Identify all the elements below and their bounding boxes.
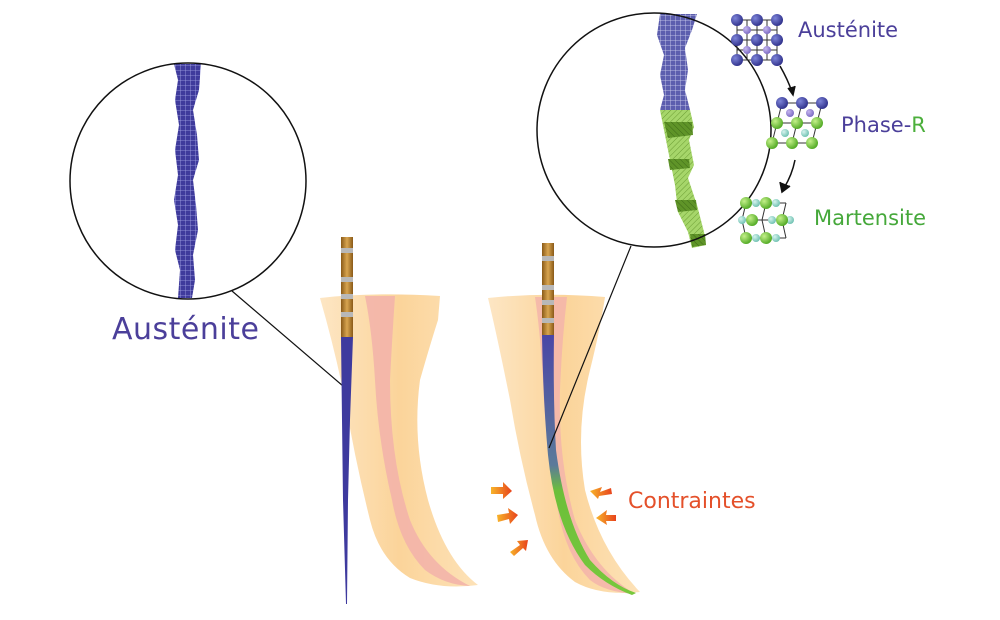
right-tooth: [488, 294, 640, 594]
arrow-icon: [590, 487, 612, 499]
right-zoom-callout: [536, 12, 772, 449]
austenite-segment: [657, 14, 697, 110]
austenite-wire-magnified: [174, 64, 201, 298]
phase-r-label: Phase-R: [841, 113, 926, 137]
arrow-icon: [497, 508, 518, 524]
left-tooth-root: [320, 294, 478, 587]
curved-arrow-icon: [779, 159, 796, 194]
left-zoom-circle: [69, 62, 307, 300]
left-canal: [365, 296, 470, 586]
right-file: [542, 243, 636, 595]
left-zoom-callout: [69, 62, 344, 387]
right-tooth-root: [488, 294, 640, 593]
austenite-lattice-icon: [731, 14, 783, 66]
left-file: [341, 237, 353, 604]
left-file-blade: [341, 337, 353, 604]
martensite-label: Martensite: [814, 206, 927, 230]
arrow-icon: [510, 540, 528, 556]
phase-r-label-suffix: R: [911, 113, 926, 137]
right-zoom-circle: [536, 12, 772, 248]
left-leader-line: [231, 290, 344, 387]
right-file-blade: [542, 335, 636, 595]
right-canal: [535, 297, 635, 594]
stress-arrows: [491, 482, 616, 556]
martensite-lattice-icon: [738, 197, 794, 244]
phase-r-label-prefix: Phase-: [841, 113, 912, 137]
right-leader-line: [548, 245, 632, 449]
arrow-icon: [491, 482, 512, 499]
martensite-segment: [660, 110, 706, 248]
stress-label: Contraintes: [628, 489, 756, 514]
arrow-icon: [596, 510, 616, 525]
austenite-label-left: Austénite: [112, 312, 260, 347]
austenite-label-right: Austénite: [798, 18, 899, 42]
phase-r-lattice-icon: [766, 97, 828, 149]
curved-arrow-icon: [779, 65, 796, 97]
left-tooth: [320, 294, 478, 587]
